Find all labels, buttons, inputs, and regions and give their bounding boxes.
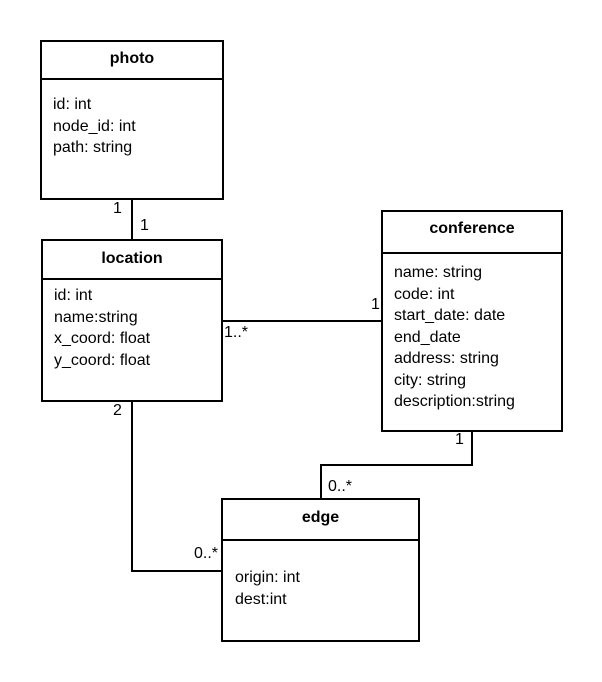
multiplicity-label: 1..* bbox=[224, 324, 249, 341]
attribute: code: int bbox=[394, 285, 455, 303]
attribute: x_coord: float bbox=[54, 330, 151, 347]
multiplicity-label: 0..* bbox=[328, 478, 353, 495]
multiplicity-label: 1 bbox=[140, 217, 149, 234]
attribute: end_date bbox=[394, 328, 461, 346]
class-edge-name: edge bbox=[223, 500, 418, 541]
attribute: y_coord: float bbox=[54, 351, 151, 369]
attribute: node_id: int bbox=[53, 117, 136, 135]
class-location-name: location bbox=[43, 241, 221, 280]
class-photo[interactable]: photo id: int node_id: int path: string bbox=[40, 40, 224, 200]
attribute: start_date: date bbox=[394, 307, 506, 324]
attribute: description:string bbox=[394, 393, 515, 410]
multiplicity-label: 1 bbox=[455, 431, 464, 448]
location-edge-line bbox=[131, 401, 222, 572]
multiplicity-label: 2 bbox=[113, 402, 122, 419]
attribute: path: string bbox=[53, 139, 133, 156]
multiplicity-label: 1 bbox=[113, 200, 122, 217]
class-location-attributes: id: int name:string x_coord: float y_coo… bbox=[43, 280, 221, 371]
attribute: origin: int bbox=[235, 569, 300, 586]
attribute: id: int bbox=[53, 96, 92, 113]
multiplicity-label: 0..* bbox=[194, 545, 219, 562]
multiplicity-label: 1 bbox=[371, 296, 380, 313]
attribute: id: int bbox=[54, 287, 93, 304]
attribute: name:string bbox=[54, 308, 138, 326]
class-edge[interactable]: edge origin: int dest:int bbox=[221, 498, 420, 642]
attribute: city: string bbox=[394, 371, 467, 389]
class-photo-attributes: id: int node_id: int path: string bbox=[42, 80, 222, 159]
class-conference[interactable]: conference name: string code: int start_… bbox=[381, 210, 563, 432]
attribute: dest:int bbox=[235, 590, 287, 608]
class-photo-name: photo bbox=[42, 42, 222, 80]
class-location[interactable]: location id: int name:string x_coord: fl… bbox=[41, 239, 223, 402]
conference-edge-line bbox=[320, 431, 473, 499]
attribute: name: string bbox=[394, 264, 483, 281]
class-edge-attributes: origin: int dest:int bbox=[223, 541, 418, 610]
class-conference-attributes: name: string code: int start_date: date … bbox=[383, 254, 561, 413]
attribute: address: string bbox=[394, 350, 499, 367]
class-conference-name: conference bbox=[383, 212, 561, 254]
